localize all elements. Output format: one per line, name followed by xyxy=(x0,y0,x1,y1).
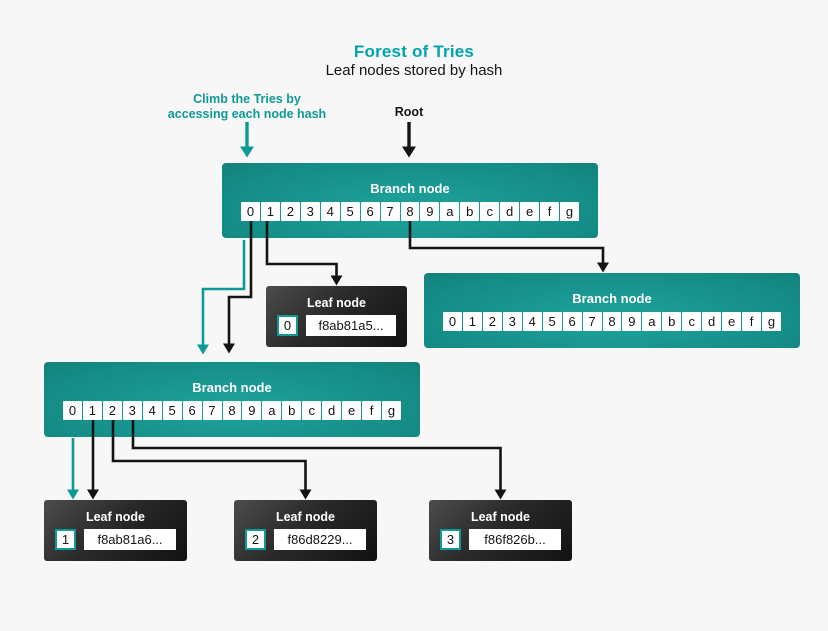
branch-cell: 3 xyxy=(300,202,320,221)
branch-cell: 5 xyxy=(340,202,360,221)
branch-cell: g xyxy=(382,401,401,420)
climb-annotation: Climb the Tries by accessing each node h… xyxy=(107,92,387,121)
branch-cell: 0 xyxy=(63,401,82,420)
branch-cell: f xyxy=(540,202,559,221)
branch-cell: 4 xyxy=(142,401,162,420)
branch-cell: g xyxy=(560,202,579,221)
branch-cell: 9 xyxy=(242,401,262,420)
branch-cell: f xyxy=(742,312,761,331)
leaf-index-cell: 0 xyxy=(277,315,298,336)
branch-cell: c xyxy=(302,401,322,420)
leaf-node-row: 1 f8ab81a6... xyxy=(44,529,187,550)
branch-cell: f xyxy=(362,401,381,420)
branch-cell: 7 xyxy=(582,312,602,331)
branch-cell: a xyxy=(262,401,282,420)
branch-cell: 8 xyxy=(400,202,420,221)
branch-cell: 6 xyxy=(562,312,582,331)
leaf-index-cell: 3 xyxy=(440,529,461,550)
climb-annotation-line1: Climb the Tries by xyxy=(193,92,301,106)
branch-cell: 1 xyxy=(462,312,482,331)
branch-node-title: Branch node xyxy=(370,181,450,196)
branch-cell: e xyxy=(520,202,540,221)
branch-cell: 0 xyxy=(241,202,260,221)
leaf-index-cell: 1 xyxy=(55,529,76,550)
branch-cell: 3 xyxy=(122,401,142,420)
branch-cell: 2 xyxy=(482,312,502,331)
page-subtitle: Leaf nodes stored by hash xyxy=(325,62,503,79)
leaf-node-0: Leaf node 0 f8ab81a5... xyxy=(266,286,407,347)
branch-cell: 1 xyxy=(260,202,280,221)
leaf-node-title: Leaf node xyxy=(85,510,146,524)
branch-cell: 3 xyxy=(502,312,522,331)
branch-cell: b xyxy=(662,312,682,331)
branch-cell: 9 xyxy=(622,312,642,331)
leaf-node-title: Leaf node xyxy=(306,296,367,310)
branch-cell: d xyxy=(322,401,342,420)
branch-cell: 8 xyxy=(602,312,622,331)
leaf-node-row: 3 f86f826b... xyxy=(429,529,572,550)
branch-cell: b xyxy=(460,202,480,221)
branch-cell: 5 xyxy=(542,312,562,331)
page-title: Forest of Tries xyxy=(353,42,475,61)
branch-node-title: Branch node xyxy=(192,380,272,395)
leaf-node-title: Leaf node xyxy=(470,510,531,524)
branch-cell: 6 xyxy=(360,202,380,221)
branch-cell: 8 xyxy=(222,401,242,420)
branch-cell: e xyxy=(342,401,362,420)
leaf-node-1: Leaf node 1 f8ab81a6... xyxy=(44,500,187,561)
leaf-index-cell: 2 xyxy=(245,529,266,550)
leaf-hash-value: f86f826b... xyxy=(469,529,561,550)
branch-cell: c xyxy=(480,202,500,221)
branch-cell: 2 xyxy=(102,401,122,420)
arrow-cell0-to-lower-branch xyxy=(223,221,253,354)
leaf-node-row: 0 f8ab81a5... xyxy=(266,315,407,336)
branch-cell: 7 xyxy=(202,401,222,420)
branch-cell: 4 xyxy=(320,202,340,221)
root-annotation: Root xyxy=(394,105,424,119)
branch-cell: 1 xyxy=(82,401,102,420)
climb-annotation-line2: accessing each node hash xyxy=(167,106,327,121)
branch-cell: 0 xyxy=(443,312,462,331)
branch-cell: d xyxy=(702,312,722,331)
leaf-node-row: 2 f86d8229... xyxy=(234,529,377,550)
branch-cell: c xyxy=(682,312,702,331)
branch-cell: a xyxy=(642,312,662,331)
branch-cell: g xyxy=(762,312,781,331)
leaf-node-3: Leaf node 3 f86f826b... xyxy=(429,500,572,561)
branch-cell: 6 xyxy=(182,401,202,420)
branch-cell: 5 xyxy=(162,401,182,420)
branch-cell: 4 xyxy=(522,312,542,331)
branch-cell: a xyxy=(440,202,460,221)
leaf-hash-value: f8ab81a5... xyxy=(306,315,396,336)
branch-cell: d xyxy=(500,202,520,221)
leaf-node-title: Leaf node xyxy=(275,510,336,524)
leaf-node-2: Leaf node 2 f86d8229... xyxy=(234,500,377,561)
branch-cell: 7 xyxy=(380,202,400,221)
branch-cell: 2 xyxy=(280,202,300,221)
climb-path-top-to-lower-branch xyxy=(197,240,246,355)
leaf-hash-value: f86d8229... xyxy=(274,529,366,550)
branch-cell: e xyxy=(722,312,742,331)
branch-cell: 9 xyxy=(420,202,440,221)
branch-cell: b xyxy=(282,401,302,420)
leaf-hash-value: f8ab81a6... xyxy=(84,529,176,550)
branch-node-title: Branch node xyxy=(572,291,652,306)
